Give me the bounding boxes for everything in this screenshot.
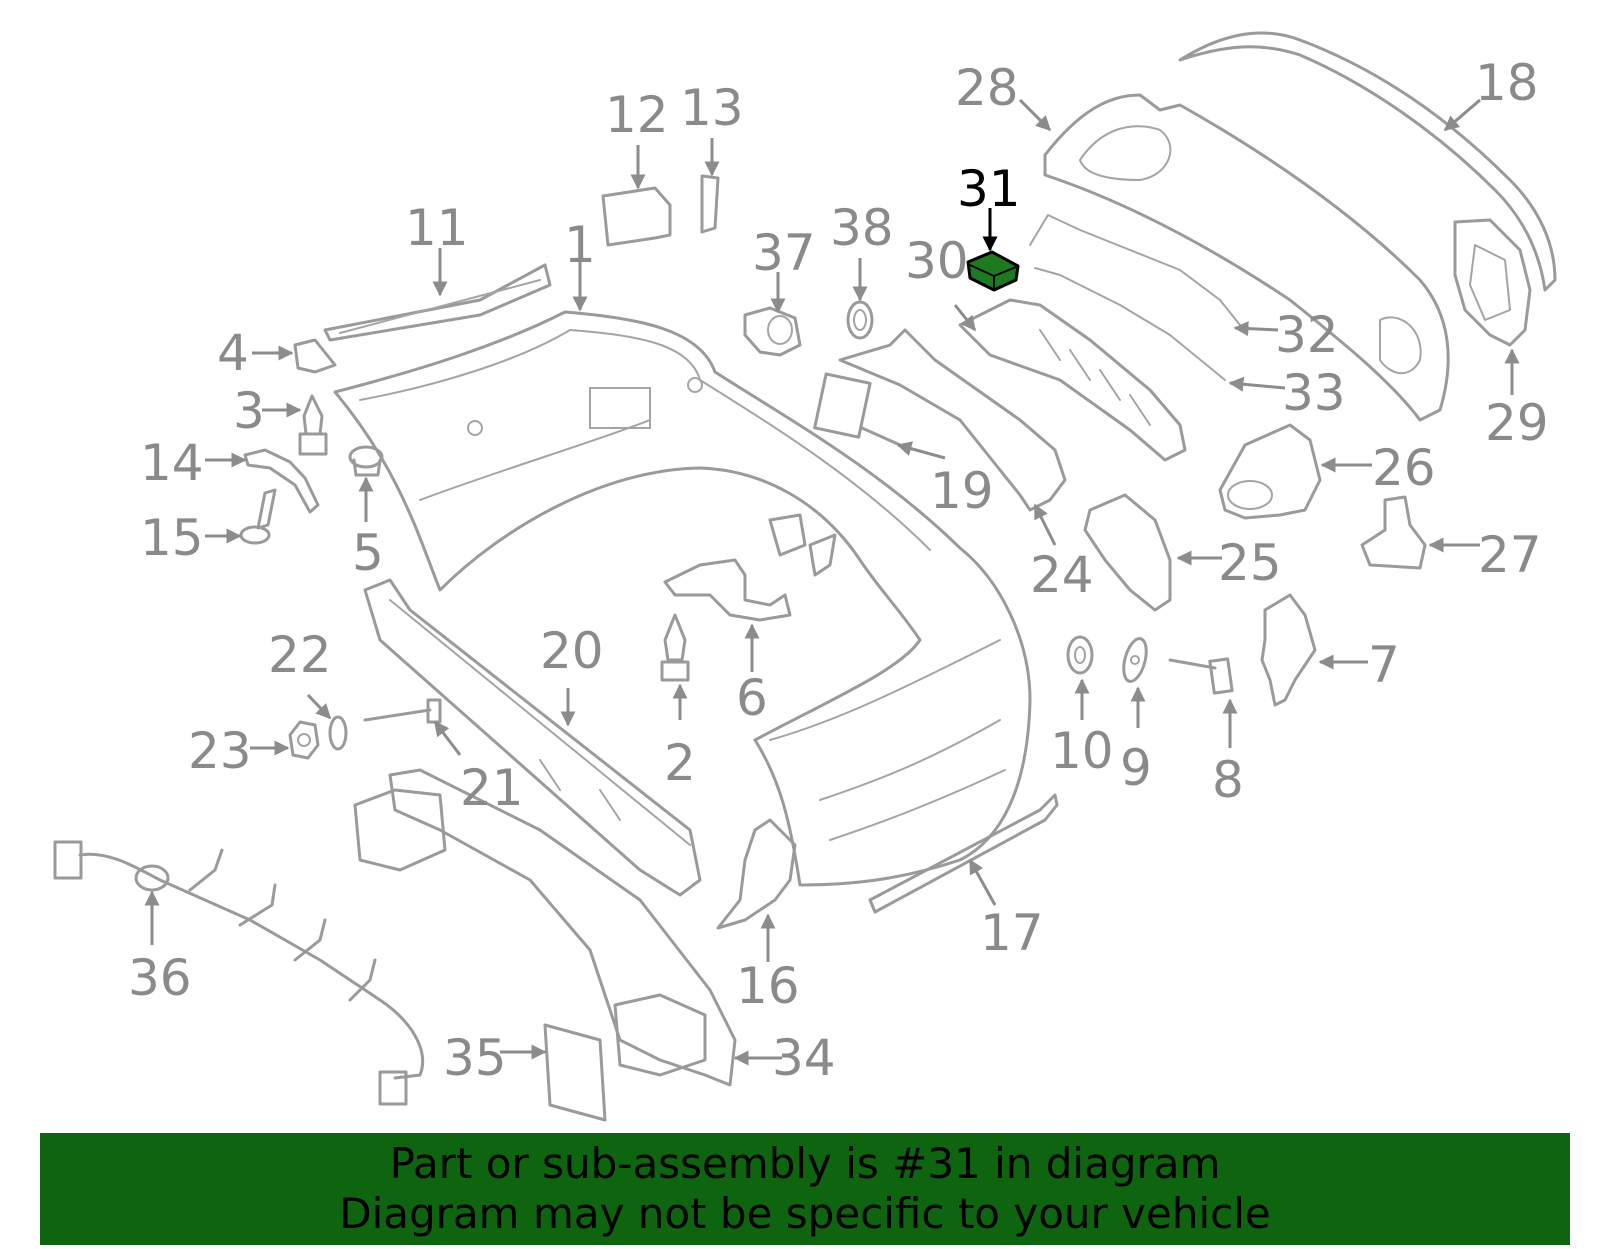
grommet-part-5	[348, 445, 384, 477]
callout-5: 5	[352, 524, 384, 582]
callout-28: 28	[955, 59, 1019, 117]
callout-13: 13	[680, 79, 744, 137]
callout-38: 38	[830, 199, 894, 257]
callout-33: 33	[1282, 364, 1346, 422]
bracket-part-25	[1083, 493, 1172, 612]
wire-part-32	[1029, 214, 1241, 326]
guard-part-16	[716, 818, 797, 930]
bracket-part-6	[663, 513, 837, 622]
callout-18: 18	[1475, 54, 1539, 112]
banner-line-disclaimer: Diagram may not be specific to your vehi…	[339, 1189, 1271, 1238]
callout-4: 4	[217, 324, 249, 382]
sensor-part-19	[813, 372, 902, 447]
bracket-part-30	[958, 298, 1187, 462]
callout-20: 20	[540, 622, 604, 680]
callout-10: 10	[1050, 722, 1114, 780]
callout-30: 30	[905, 232, 969, 290]
plate-part-35	[543, 1023, 607, 1122]
callout-35: 35	[443, 1029, 507, 1087]
impact-bracket-part-20	[363, 578, 702, 897]
callout-34: 34	[772, 1029, 836, 1087]
callout-22: 22	[268, 626, 332, 684]
screw-part-15	[239, 488, 277, 545]
callout-37: 37	[752, 224, 816, 282]
callout-1: 1	[564, 216, 596, 274]
wire-part-33	[1034, 267, 1226, 381]
callout-8: 8	[1212, 751, 1244, 809]
leader-arrows	[144, 98, 1520, 1066]
bolt-part-3	[298, 394, 328, 456]
callout-3: 3	[233, 382, 265, 440]
ring-part-38	[846, 300, 874, 340]
callout-19: 19	[930, 462, 994, 520]
callout-2: 2	[664, 734, 696, 792]
mount-part-27	[1360, 495, 1427, 570]
bracket-part-14	[243, 448, 320, 514]
washer-part-22	[328, 715, 348, 751]
callout-6: 6	[736, 669, 768, 727]
nut-part-10	[1066, 635, 1094, 675]
callout-27: 27	[1478, 526, 1542, 584]
callout-15: 15	[140, 509, 204, 567]
harness-part-36	[53, 840, 425, 1106]
holder-part-37	[743, 306, 802, 357]
callout-24: 24	[1030, 546, 1094, 604]
callout-11: 11	[405, 199, 469, 257]
callout-14: 14	[140, 434, 204, 492]
cover-plate-part-12	[601, 186, 672, 247]
callout-31: 31	[957, 160, 1021, 218]
callout-21: 21	[460, 759, 524, 817]
exhaust-trim-part-29	[1453, 218, 1532, 347]
bracket-part-7	[1260, 593, 1317, 707]
callout-23: 23	[188, 722, 252, 780]
bumper-cover-part-1	[333, 310, 1032, 887]
callout-25: 25	[1218, 534, 1282, 592]
bracket-part-24	[838, 328, 1067, 512]
callout-16: 16	[736, 957, 800, 1015]
module-part-31	[966, 250, 1020, 292]
lower-trim-part-17	[868, 793, 1059, 914]
lip-part-18	[1178, 31, 1557, 292]
callout-26: 26	[1372, 439, 1436, 497]
callout-labels: 1 2 3 4 5 6 7 8 9 10 11 12 13 14 15 16 1…	[128, 54, 1549, 1087]
nut-part-23	[288, 720, 320, 760]
parts-diagram: 1 2 3 4 5 6 7 8 9 10 11 12 13 14 15 16 1…	[53, 31, 1557, 1122]
washer-part-9	[1122, 637, 1148, 683]
callout-32: 32	[1275, 306, 1339, 364]
clip-part-4	[293, 338, 337, 374]
lower-diffuser-part-34	[353, 768, 737, 1087]
strip-part-13	[700, 174, 720, 234]
tailpipe-housing-part-26	[1218, 423, 1322, 520]
rod-part-21	[363, 698, 442, 724]
banner-line-part-number: Part or sub-assembly is #31 in diagram	[389, 1139, 1221, 1188]
sensor-part-8	[1168, 657, 1234, 695]
callout-17: 17	[980, 904, 1044, 962]
callout-12: 12	[605, 86, 669, 144]
diffuser-part-28	[1043, 93, 1450, 422]
callout-29: 29	[1485, 394, 1549, 452]
trim-strip-part-11	[323, 263, 552, 342]
bolt-part-2	[660, 613, 690, 682]
callout-7: 7	[1368, 636, 1400, 694]
callout-36: 36	[128, 949, 192, 1007]
info-banner: Part or sub-assembly is #31 in diagram D…	[40, 1133, 1570, 1245]
callout-9: 9	[1120, 739, 1152, 797]
